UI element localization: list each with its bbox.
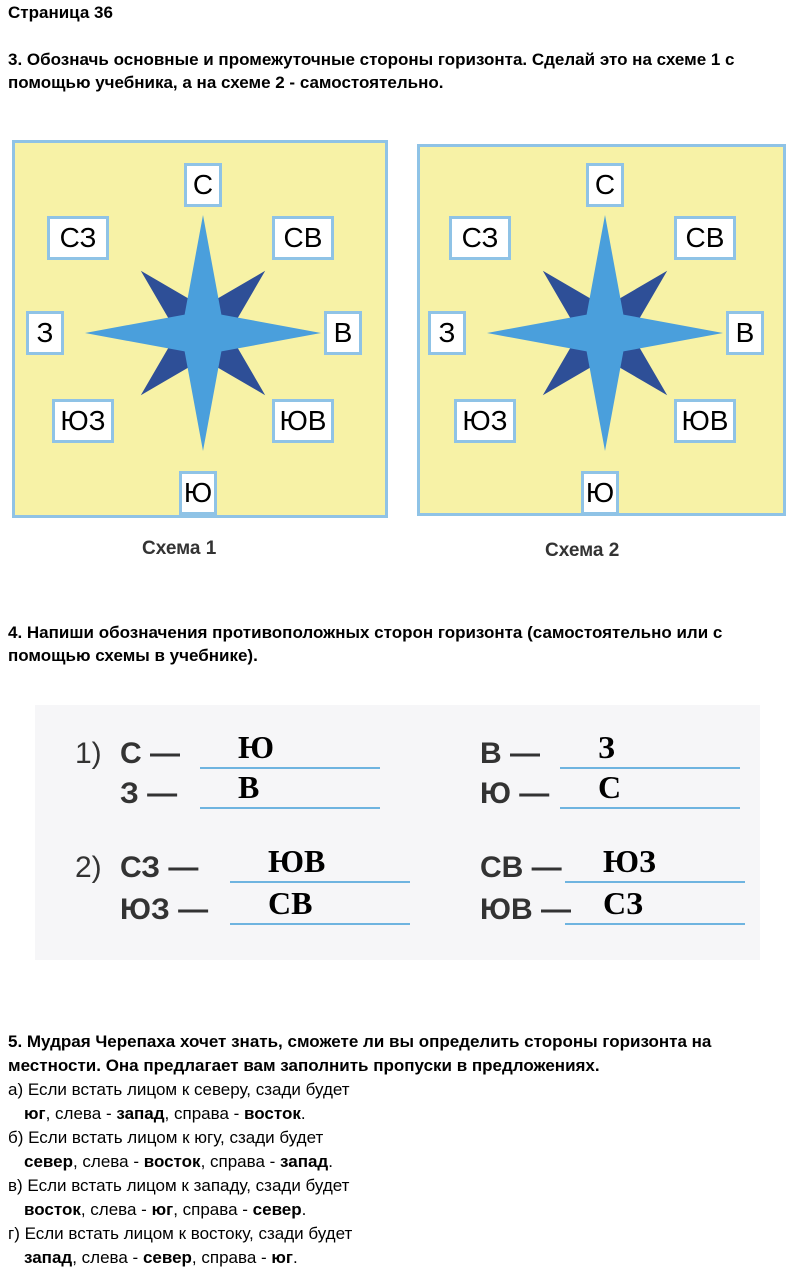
direction-key: З — xyxy=(120,777,178,810)
answer-line xyxy=(200,767,380,769)
answer-line xyxy=(565,923,745,925)
answer-line xyxy=(560,807,740,809)
answer-right: юг xyxy=(271,1248,293,1267)
answer-line: север, слева - восток, справа - запад. xyxy=(8,1150,352,1174)
question-line: г) Если встать лицом к востоку, сзади бу… xyxy=(8,1224,353,1243)
page-title: Страница 36 xyxy=(8,3,113,22)
answer-line: юг, слева - запад, справа - восток. xyxy=(8,1102,352,1126)
answer-right: восток xyxy=(244,1104,301,1123)
answer-end: . xyxy=(301,1200,307,1219)
handwritten-answer: ЮЗ xyxy=(603,843,656,879)
answer-right: запад xyxy=(280,1152,329,1171)
scheme-1-caption: Схема 1 xyxy=(142,538,217,559)
answer-right-label: , справа - xyxy=(164,1104,245,1123)
answer-behind: восток xyxy=(24,1200,81,1219)
question-line: а) Если встать лицом к северу, сзади буд… xyxy=(8,1080,350,1099)
direction-label-w: З xyxy=(26,311,64,355)
direction-label-n: С xyxy=(184,163,222,207)
answer-right: север xyxy=(252,1200,302,1219)
answer-left: запад xyxy=(116,1104,165,1123)
scheme-2-caption: Схема 2 xyxy=(545,540,620,561)
scheme-1: С СЗ СВ З В ЮЗ ЮВ Ю xyxy=(12,140,388,518)
answer-left: юг xyxy=(151,1200,174,1219)
answer-line xyxy=(230,881,410,883)
answer-left-label: , слева - xyxy=(72,1248,143,1267)
answer-line xyxy=(230,923,410,925)
exercise-5-list: а) Если встать лицом к северу, сзади буд… xyxy=(8,1078,352,1270)
direction-label-ne: СВ xyxy=(674,216,736,260)
question-line: в) Если встать лицом к западу, сзади буд… xyxy=(8,1176,350,1195)
scheme-2: С СЗ СВ З В ЮЗ ЮВ Ю xyxy=(417,144,786,516)
direction-key: ЮВ — xyxy=(480,893,571,926)
handwritten-answer: Ю xyxy=(238,729,275,765)
exercise-3-title: 3. Обозначь основные и промежуточные сто… xyxy=(8,50,735,92)
direction-key: В — xyxy=(480,737,540,770)
compass-rose-icon xyxy=(85,215,321,451)
answer-left: север xyxy=(142,1248,192,1267)
answer-end: . xyxy=(328,1152,333,1171)
direction-key: Ю — xyxy=(480,777,550,810)
direction-key: СВ — xyxy=(480,851,562,884)
question-line: б) Если встать лицом к югу, сзади будет xyxy=(8,1128,324,1147)
direction-key: С — xyxy=(120,737,180,770)
answer-left-label: , слева - xyxy=(80,1200,152,1219)
answer-behind: запад xyxy=(24,1248,73,1267)
direction-label-sw: ЮЗ xyxy=(454,399,516,443)
handwritten-answer: СЗ xyxy=(603,885,643,921)
answer-right-label: , справа - xyxy=(173,1200,253,1219)
item-number: 1) xyxy=(75,737,102,770)
exercise-5-title: 5. Мудрая Черепаха хочет знать, сможете … xyxy=(8,1032,712,1075)
answer-end: . xyxy=(300,1104,306,1123)
direction-label-n: С xyxy=(586,163,624,207)
answer-line xyxy=(200,807,380,809)
handwritten-answer: С xyxy=(598,769,622,805)
answer-left-label: , слева - xyxy=(45,1104,117,1123)
answer-line: запад, слева - север, справа - юг. xyxy=(8,1246,352,1270)
direction-label-s: Ю xyxy=(581,471,619,515)
answer-left-label: , слева - xyxy=(72,1152,144,1171)
direction-label-e: В xyxy=(324,311,362,355)
answer-line xyxy=(560,767,740,769)
direction-key: СЗ — xyxy=(120,851,199,884)
direction-label-s: Ю xyxy=(179,471,217,515)
item-number: 2) xyxy=(75,851,102,884)
direction-key: ЮЗ — xyxy=(120,893,209,926)
answer-line: восток, слева - юг, справа - север. xyxy=(8,1198,352,1222)
main-star-points xyxy=(85,215,321,451)
exercise-4-title: 4. Напиши обозначения противоположных ст… xyxy=(8,623,723,665)
answer-end: . xyxy=(293,1248,298,1267)
handwritten-answer: СВ xyxy=(268,885,313,921)
direction-label-ne: СВ xyxy=(272,216,334,260)
direction-label-sw: ЮЗ xyxy=(52,399,114,443)
compass-rose-icon xyxy=(487,215,723,451)
answer-left: восток xyxy=(143,1152,201,1171)
direction-label-nw: СЗ xyxy=(449,216,511,260)
handwritten-answer: В xyxy=(238,769,260,805)
answer-line xyxy=(565,881,745,883)
direction-label-w: З xyxy=(428,311,466,355)
direction-label-se: ЮВ xyxy=(272,399,334,443)
main-star-points xyxy=(487,215,723,451)
handwritten-answer: ЮВ xyxy=(268,843,326,879)
direction-label-nw: СЗ xyxy=(47,216,109,260)
answer-right-label: , справа - xyxy=(200,1152,281,1171)
direction-label-se: ЮВ xyxy=(674,399,736,443)
answer-behind: север xyxy=(24,1152,73,1171)
handwritten-answer: З xyxy=(598,729,615,765)
answer-behind: юг xyxy=(24,1104,46,1123)
direction-label-e: В xyxy=(726,311,764,355)
answer-right-label: , справа - xyxy=(191,1248,272,1267)
